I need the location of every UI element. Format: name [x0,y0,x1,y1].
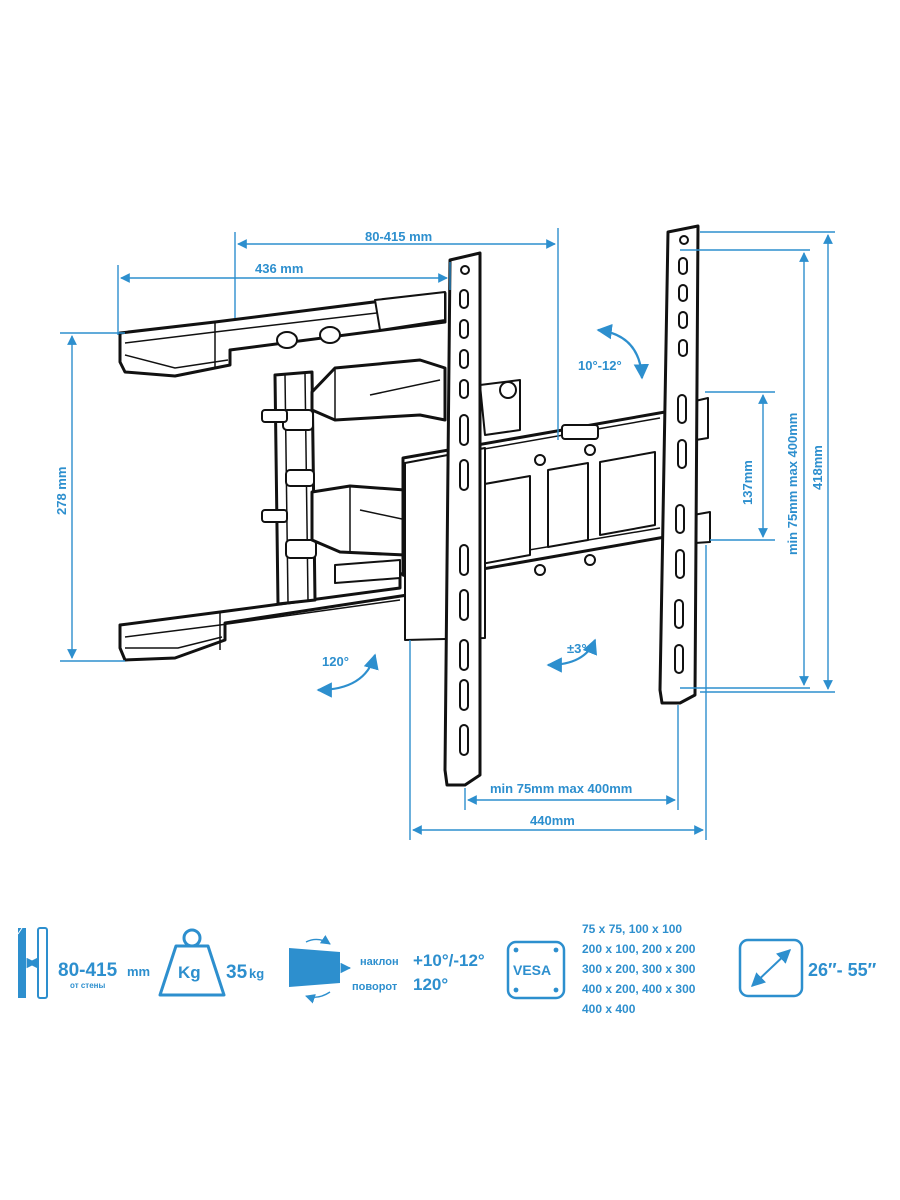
weight-icon [158,928,226,997]
vesa-size-row: 400 x 200, 400 x 300 [582,982,696,996]
distance-caption: от стены [70,981,105,990]
swivel-angle-label: 120° [322,654,349,669]
bracket-drawing [118,224,711,787]
vesa-size-row: 400 x 400 [582,1002,636,1016]
tilt-swivel-icon [289,935,352,1004]
depth-range-label: 80-415 mm [365,229,432,244]
vesa-horizontal-label: min 75mm max 400mm [490,781,632,796]
wall-distance-icon [17,927,48,999]
plate-height-label: 137mm [740,460,755,505]
tilt-value: +10°/-12° [413,951,485,970]
vesa-size-row: 300 x 200, 300 x 300 [582,962,696,976]
plate-width-label: 440mm [530,813,575,828]
swivel-value: 120° [413,975,448,994]
screen-range: 26″- 55″ [808,960,877,980]
height-left-label: 278 mm [54,467,69,515]
vesa-badge: VESA [513,962,551,978]
load-badge: Kg [178,963,201,982]
vesa-icon [506,940,566,1000]
rotate-angle-label: ±3° [567,641,587,656]
vesa-vertical-label: min 75mm max 400mm [785,413,800,555]
total-height-label: 418mm [810,445,825,490]
arm-length-label: 436 mm [255,261,303,276]
vesa-size-row: 75 x 75, 100 x 100 [582,922,682,936]
tilt-range-label: 10°-12° [578,358,622,373]
distance-value: 80-415 [58,960,118,981]
swivel-label: поворот [352,981,398,993]
vesa-size-row: 200 x 100, 200 x 200 [582,942,696,956]
screen-diagonal-icon [738,938,804,998]
distance-unit: mm [127,964,150,979]
specs-strip: 80-415 mm от стены Kg 35 kg наклон +10°/… [17,922,877,1016]
tilt-label: наклон [360,956,399,968]
load-unit: kg [249,966,264,981]
load-value: 35 [226,962,248,983]
dimension-lines [60,228,835,840]
